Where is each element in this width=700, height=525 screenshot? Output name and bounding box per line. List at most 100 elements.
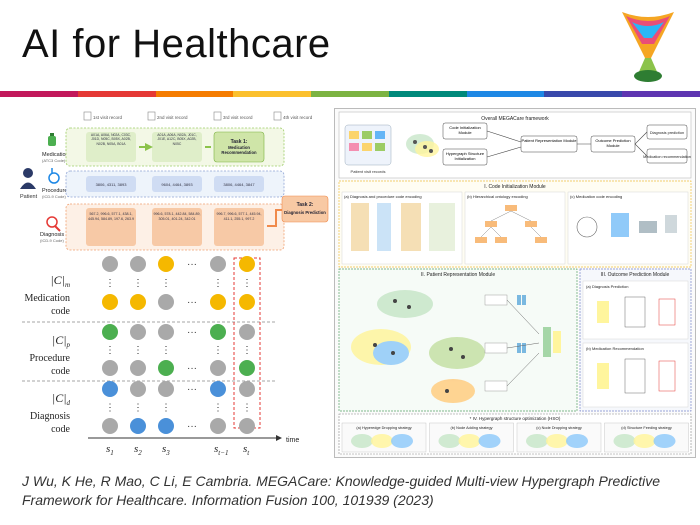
horizontal-ellipsis: ··· — [187, 297, 197, 308]
proc-codes-visit-2 — [152, 176, 202, 192]
code-dot — [102, 324, 118, 340]
code-dot — [239, 324, 255, 340]
section-2-title: II. Patient Representation Module — [421, 272, 495, 278]
row-label-medication: Medication — [42, 152, 69, 158]
vertical-ellipsis: ⋮ — [242, 403, 252, 414]
code-dot — [102, 294, 118, 310]
citation-line-1: J Wu, K He, R Mao, C Li, E Cambria. MEGA… — [22, 473, 661, 489]
visit-header-1: 1st visit record — [83, 111, 123, 121]
code-dot — [239, 418, 255, 434]
task2-box — [281, 195, 329, 223]
vertical-ellipsis: ⋮ — [242, 278, 252, 289]
time-step-label: s1 — [106, 443, 114, 456]
hso-panel-label: (c) Node Dropping strategy — [536, 426, 582, 430]
svg-text:code: code — [51, 306, 70, 317]
vertical-ellipsis: ⋮ — [213, 403, 223, 414]
med-codes-visit-2 — [152, 132, 202, 162]
diag-codes-visit-3 — [214, 208, 264, 246]
med-codes-visit-1 — [86, 132, 136, 162]
diagnosis-icon — [46, 216, 61, 232]
citation: J Wu, K He, R Mao, C Li, E Cambria. MEGA… — [22, 472, 682, 510]
diag-codes-visit-2 — [152, 208, 202, 246]
visit-header-4: 4th visit record — [273, 111, 313, 121]
hyperedge — [546, 434, 568, 448]
svg-text:3806, 4311, 3893: 3806, 4311, 3893 — [96, 182, 128, 187]
vertical-ellipsis: ⋮ — [105, 403, 115, 414]
time-axis-label: time — [286, 437, 299, 444]
vertical-ellipsis: ⋮ — [133, 278, 143, 289]
output-diagnosis: Diagnosis prediction — [650, 131, 684, 135]
vertical-ellipsis: ⋮ — [242, 345, 252, 356]
section-3-title: III. Outcome Prediction Module — [601, 272, 670, 278]
horizontal-ellipsis: ··· — [187, 421, 197, 432]
svg-text:Patient visit records: Patient visit records — [351, 169, 386, 174]
hyperedge — [371, 434, 393, 448]
code-dot — [210, 294, 226, 310]
svg-text:Procedure: Procedure — [29, 353, 70, 364]
svg-text:2nd visit record: 2nd visit record — [157, 115, 188, 120]
vertical-ellipsis: ⋮ — [105, 345, 115, 356]
code-dot — [210, 381, 226, 397]
hso-panel-label: (a) Hyperedge Dropping strategy — [356, 426, 411, 430]
citation-line-2: Framework for Healthcare. Information Fu… — [22, 492, 434, 508]
procedure-icon — [48, 168, 60, 184]
row-label-diagnosis: Diagnosis — [40, 232, 64, 238]
code-dot — [210, 324, 226, 340]
task2-title: Task 2: — [297, 202, 314, 208]
svg-text:code: code — [51, 424, 70, 435]
patient-icon — [20, 168, 36, 189]
code-dot — [158, 360, 174, 376]
time-step-label: st−1 — [214, 443, 228, 456]
hyperedge — [653, 434, 676, 448]
hso-panel-label: (b) Node Adding strategy — [450, 426, 492, 430]
svg-text:|C|d: |C|d — [52, 391, 71, 407]
code-dot — [158, 381, 174, 397]
horizontal-ellipsis: ··· — [187, 363, 197, 374]
visit-header-3: 3rd visit record — [213, 111, 253, 121]
code-dot — [102, 381, 118, 397]
code-dot — [158, 294, 174, 310]
vertical-ellipsis: ⋮ — [161, 278, 171, 289]
vertical-ellipsis: ⋮ — [133, 345, 143, 356]
group-label-procedure: |C|p Procedure code — [29, 333, 70, 377]
code-dot — [158, 256, 174, 272]
row-sub-procedure: (ICD-9 Code) — [42, 194, 66, 199]
code-dot — [158, 418, 174, 434]
svg-text:(c) Medication code encoding: (c) Medication code encoding — [570, 194, 622, 199]
diag-codes-visit-1 — [86, 208, 136, 246]
patient-label: Patient — [20, 194, 38, 200]
time-step-label: s3 — [162, 443, 170, 456]
svg-text:(b) Medication Recommendation: (b) Medication Recommendation — [586, 346, 644, 351]
group-label-medication: |C|m Medication code — [24, 273, 70, 317]
proc-codes-visit-3 — [214, 176, 264, 192]
hyperedge — [613, 434, 636, 448]
rainbow-divider — [0, 91, 700, 97]
hyperedge — [391, 434, 413, 448]
svg-text:(a) Diagnosis Prediction: (a) Diagnosis Prediction — [586, 284, 628, 289]
svg-text:9604, 4464, 3893: 9604, 4464, 3893 — [161, 182, 193, 187]
code-dot — [130, 294, 146, 310]
visit-header-2: 2nd visit record — [147, 111, 188, 121]
code-dot — [130, 381, 146, 397]
hyperedge — [526, 434, 548, 448]
vertical-ellipsis: ⋮ — [133, 403, 143, 414]
code-dot — [130, 256, 146, 272]
slide-title: AI for Healthcare — [22, 22, 331, 66]
svg-text:|C|m: |C|m — [50, 273, 70, 289]
code-dot — [130, 360, 146, 376]
svg-text:(a) Diagnosis and procedure co: (a) Diagnosis and procedure code encodin… — [344, 194, 422, 199]
horizontal-ellipsis: ··· — [187, 384, 197, 395]
output-medication: Medication recommendation — [643, 155, 691, 159]
vertical-ellipsis: ⋮ — [213, 345, 223, 356]
svg-text:code: code — [51, 366, 70, 377]
time-step-label: s2 — [134, 443, 142, 456]
code-dot — [210, 360, 226, 376]
code-dot — [158, 324, 174, 340]
code-dot — [102, 360, 118, 376]
time-step-label: st — [243, 443, 250, 456]
code-dot — [130, 418, 146, 434]
proc-codes-visit-1 — [86, 176, 136, 192]
svg-text:|C|p: |C|p — [52, 333, 71, 349]
row-label-procedure: Procedure — [42, 188, 67, 194]
code-dot — [130, 324, 146, 340]
